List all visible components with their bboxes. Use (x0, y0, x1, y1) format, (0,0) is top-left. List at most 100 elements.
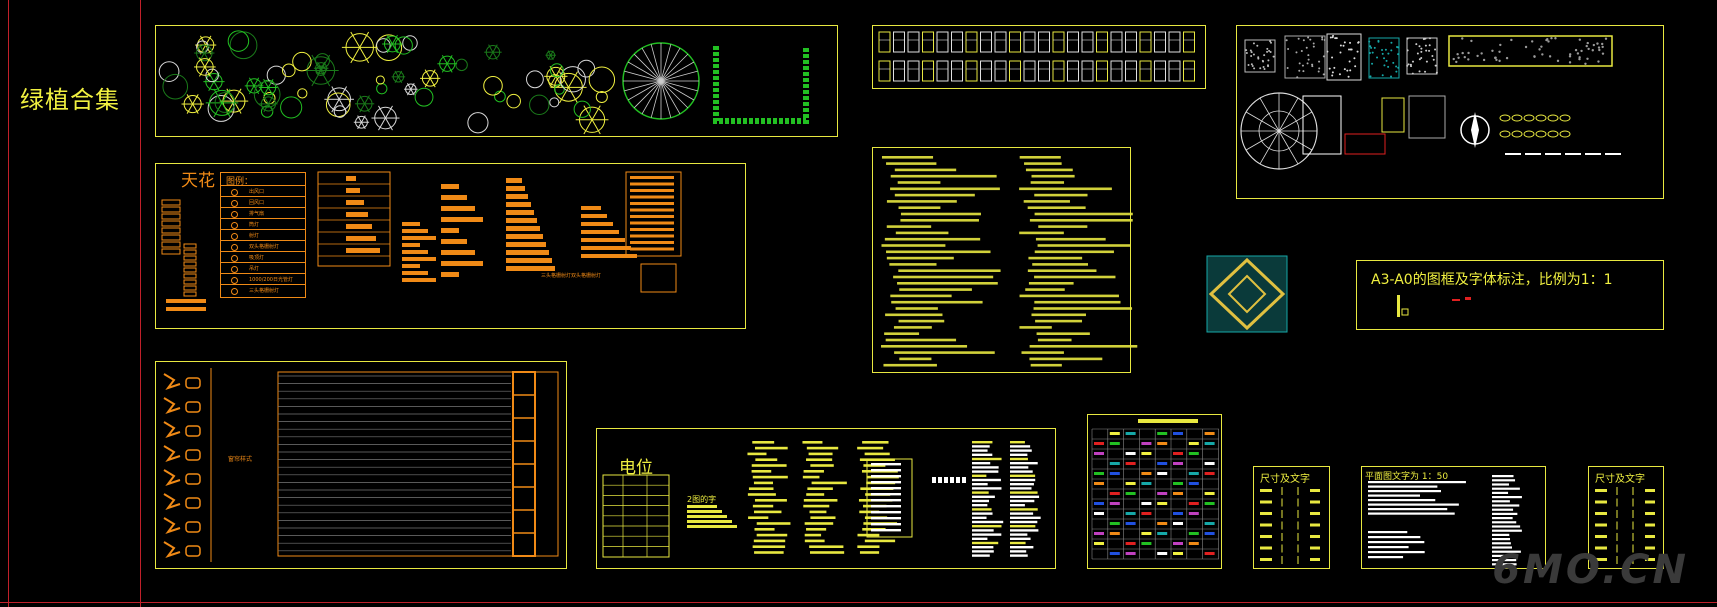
plant-icon (207, 94, 235, 122)
outlet-label-bar (972, 491, 989, 494)
plant-symbols (158, 30, 809, 135)
plant-leaf (263, 103, 269, 113)
ceiling-symbol (161, 206, 181, 213)
furniture-icon (1110, 31, 1123, 53)
dim-row-label (1260, 546, 1272, 550)
panel-outlets[interactable]: 电位 2图的字 (596, 428, 1056, 569)
furniture-icon (1067, 31, 1079, 53)
texture-dot (1332, 34, 1335, 37)
panel-plants[interactable] (155, 25, 838, 137)
panel-curtain[interactable]: 窗帘样式 (155, 361, 567, 569)
outlet-label-bar (972, 554, 990, 557)
outlet-label-bar (1010, 546, 1034, 549)
text-label-line (1030, 363, 1062, 367)
panel-plan-scale[interactable]: 平面图文字为 1：50 (1361, 466, 1546, 569)
ceiling-legend-label: 三头格栅射灯 (249, 288, 280, 294)
texture-dot (1318, 60, 1321, 63)
text-label-line (881, 156, 934, 159)
panel-furniture[interactable] (872, 25, 1206, 89)
plan-text-line (1492, 525, 1521, 528)
plant-leaf (429, 78, 436, 88)
texture-dot (1395, 65, 1398, 68)
panel-color-table[interactable] (1087, 414, 1222, 569)
label-bar (506, 210, 534, 215)
texture-dot (1331, 71, 1334, 74)
outlet-label-bar (857, 446, 884, 450)
outlet-label-bar (687, 510, 722, 513)
plant-leaf (583, 119, 593, 135)
texture-dot (1305, 46, 1308, 49)
table-bar (346, 176, 356, 181)
panel-textures[interactable] (1236, 25, 1664, 199)
text-label-line (884, 332, 920, 335)
label-bar (581, 206, 601, 210)
outlet-label-bar (1010, 516, 1041, 519)
tree-branch (627, 61, 662, 82)
stepping-stone-icon (1559, 114, 1571, 122)
plant-leaf (386, 34, 393, 45)
texture-dot (1384, 48, 1387, 51)
curtain-hook-icon (185, 521, 201, 533)
panel-dim-text-right[interactable]: 尺寸及文字 (1588, 466, 1664, 569)
plant-icon (158, 61, 180, 82)
plan-text-line (1492, 475, 1514, 478)
outlet-label-bar (972, 449, 988, 452)
texture-dot (1420, 47, 1423, 50)
text-label-line (900, 219, 979, 222)
plant-leaf (320, 54, 331, 71)
tree-branch (660, 80, 672, 118)
texture-dot (1530, 40, 1534, 43)
plant-leaf (492, 44, 498, 53)
texture-dot (1297, 37, 1300, 40)
color-table-swatch (1188, 502, 1199, 505)
panel-frame-note[interactable]: A3-A0的图框及字体标注，比例为1：1 (1356, 260, 1664, 330)
plant-leaf (446, 63, 453, 73)
outlet-label-bar (859, 510, 880, 514)
texture-dot (1311, 63, 1314, 66)
tree-branch (660, 61, 695, 82)
panel-dim-text-left[interactable]: 尺寸及文字 (1253, 466, 1330, 569)
color-table-swatch (1173, 492, 1183, 495)
texture-dot (1432, 58, 1435, 61)
texture-dot (1604, 37, 1608, 40)
ceiling-legend-header: 图例： (226, 177, 254, 187)
dim-row-label (1595, 546, 1607, 550)
texture-dot (1428, 44, 1431, 47)
furniture-icon (1139, 31, 1152, 53)
color-table-swatch (1125, 512, 1136, 515)
texture-dot (1387, 65, 1390, 68)
paving-ring (1258, 110, 1300, 152)
outlet-subtitle: 2图的字 (687, 495, 717, 504)
texture-dot (1434, 64, 1437, 67)
text-label-line (885, 338, 957, 342)
plant-leaf (492, 51, 498, 61)
texture-dot (1578, 56, 1581, 59)
texture-dot (1245, 49, 1248, 52)
carving-panel-icon (1302, 95, 1342, 155)
furniture-icon (1038, 60, 1050, 82)
text-label-line (1027, 206, 1086, 209)
dim-row-label (1310, 558, 1320, 561)
texture-dot (1267, 59, 1270, 62)
furniture-icon (1081, 60, 1094, 82)
outlet-label-bar (972, 483, 988, 486)
texture-dot (1383, 64, 1386, 67)
ceiling-symbol (183, 291, 197, 297)
texture-dot (1418, 58, 1421, 61)
label-bar (506, 242, 546, 247)
outlet-label-bar (1010, 550, 1027, 553)
color-table-swatch (1173, 542, 1183, 545)
color-table-swatch (1141, 532, 1152, 535)
texture-dot (1269, 41, 1272, 44)
stepping-stone-icon (1523, 130, 1535, 138)
plant-leaf (446, 54, 453, 65)
ceiling-legend-icon (231, 277, 238, 284)
panel-text-labels[interactable] (872, 147, 1138, 373)
plan-text-line (1368, 546, 1409, 549)
furniture-icon (907, 60, 920, 82)
plant-leaf (406, 83, 412, 90)
texture-dot (1321, 36, 1324, 39)
texture-dot (1262, 60, 1265, 63)
